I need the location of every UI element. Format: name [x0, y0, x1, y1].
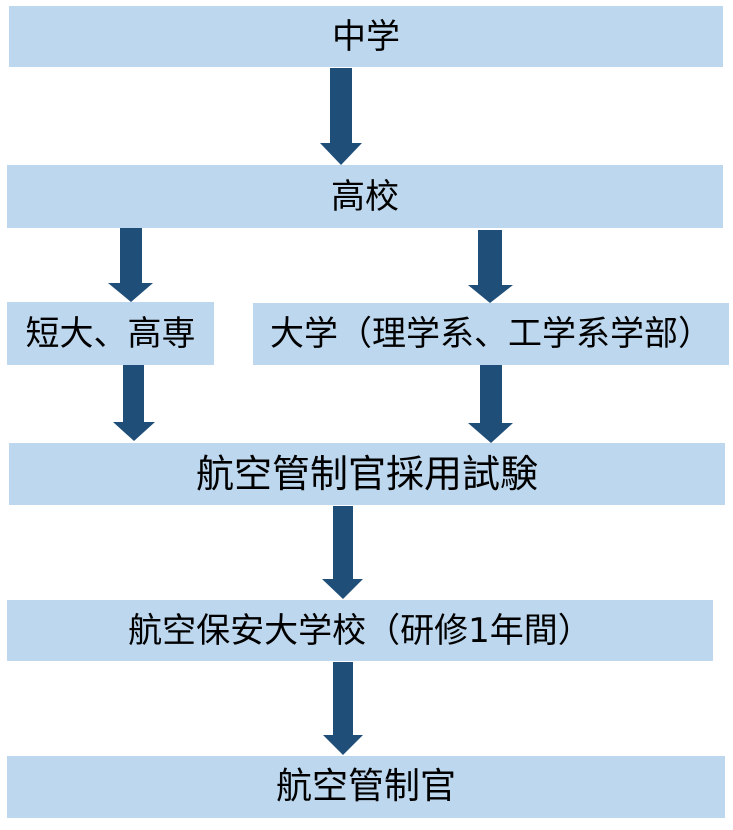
- node-label: 中学: [332, 16, 400, 57]
- node-university: 大学（理学系、工学系学部）: [253, 303, 729, 365]
- node-recruitment-exam: 航空管制官採用試験: [9, 443, 725, 505]
- arrow-down-icon: [468, 230, 513, 303]
- node-label: 短大、高専: [25, 313, 196, 354]
- arrow-down-icon: [468, 365, 513, 443]
- node-junior-high-school: 中学: [9, 6, 723, 67]
- node-air-traffic-controller: 航空管制官: [7, 756, 725, 818]
- node-junior-college-technical-college: 短大、高専: [7, 302, 214, 365]
- arrow-down-icon: [323, 662, 363, 755]
- node-label: 航空保安大学校（研修1年間）: [128, 610, 592, 651]
- arrow-down-icon: [108, 228, 153, 302]
- node-aeronautical-safety-college: 航空保安大学校（研修1年間）: [7, 600, 713, 661]
- arrow-down-icon: [113, 365, 155, 441]
- node-label: 高校: [331, 176, 399, 217]
- arrow-down-icon: [322, 506, 363, 599]
- node-label: 航空管制官: [275, 766, 456, 807]
- node-label: 航空管制官採用試験: [195, 452, 538, 496]
- node-high-school: 高校: [7, 165, 723, 228]
- node-label: 大学（理学系、工学系学部）: [270, 314, 712, 354]
- arrow-down-icon: [320, 68, 362, 165]
